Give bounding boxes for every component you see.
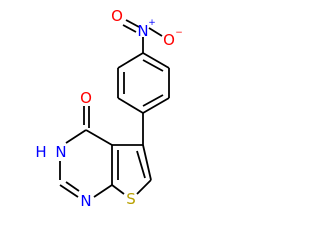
- bonds: [59, 19, 170, 198]
- atom-nitro-o-single: O: [163, 31, 175, 49]
- bond-benz-4-double: [142, 59, 164, 72]
- atom-nh-h: H: [35, 143, 46, 161]
- bond-c4-n3: [65, 129, 87, 144]
- charge-minus: −: [175, 28, 183, 38]
- bond-n-o-double-2: [122, 24, 137, 33]
- bond-n-o-double: [125, 19, 140, 28]
- atom-nitro-o-double: O: [111, 7, 123, 25]
- bond-n-o-single: [148, 27, 163, 37]
- bond-c4a-c4: [85, 129, 113, 146]
- atom-carbonyl-o: O: [80, 89, 92, 107]
- bond-c2-n1-double: [65, 181, 80, 192]
- bond-s-c7a: [111, 184, 125, 195]
- atom-sulfur: S: [126, 190, 136, 208]
- bond-c5-c6-double: [136, 150, 146, 179]
- bond-benz-1: [117, 97, 144, 114]
- atom-labels: O N + O − O H N N S: [35, 7, 182, 210]
- bond-c2-n1: [59, 184, 79, 198]
- chemical-structure-diagram: O N + O − O H N N S: [35, 7, 182, 210]
- bond-benz-6-double: [142, 94, 164, 107]
- atom-nh-n: N: [55, 143, 66, 161]
- bond-n1-c7a: [93, 184, 113, 198]
- atom-nitro-n: N: [137, 22, 148, 40]
- bond-c5-c6: [142, 144, 152, 181]
- charge-plus: +: [148, 18, 156, 28]
- atom-ring-n: N: [80, 192, 91, 210]
- bond-c6-s: [136, 179, 152, 195]
- bond-benz-4: [142, 52, 170, 69]
- bond-benz-3: [117, 52, 144, 69]
- bond-benz-6: [142, 97, 170, 114]
